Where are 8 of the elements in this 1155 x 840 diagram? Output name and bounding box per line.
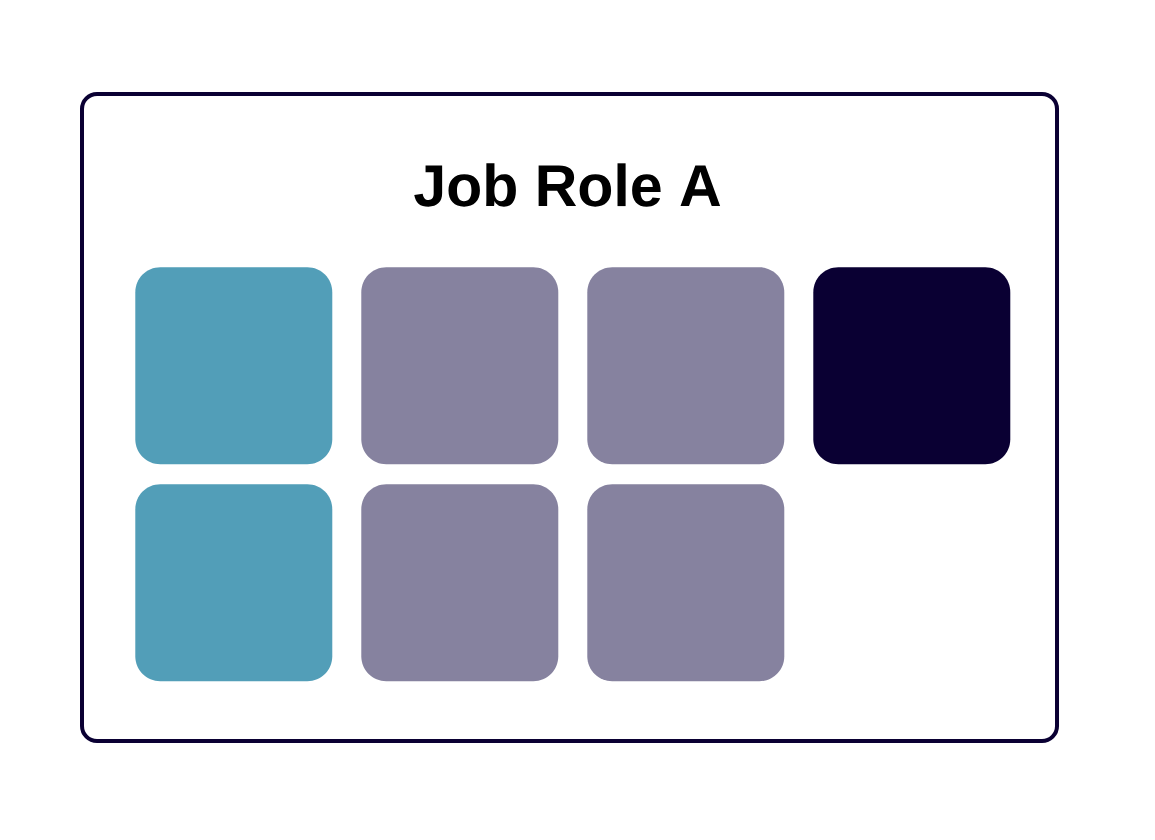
tile [813, 267, 1011, 465]
tile [587, 267, 785, 465]
tile [361, 267, 559, 465]
card: Job Role A [80, 92, 1059, 743]
tile [587, 484, 785, 682]
tile [135, 484, 333, 682]
tile [135, 267, 333, 465]
tile [361, 484, 559, 682]
